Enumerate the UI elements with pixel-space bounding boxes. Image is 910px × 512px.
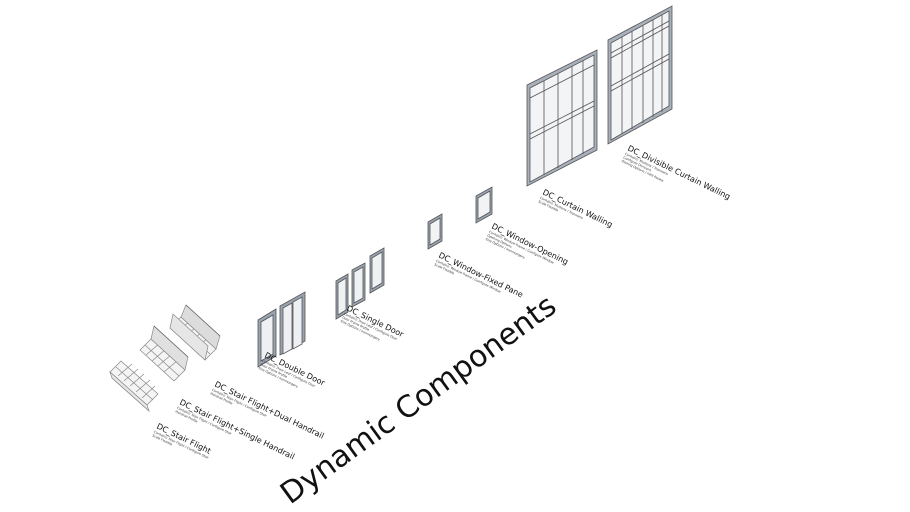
curtain-walling-model[interactable] (526, 49, 598, 187)
label-stair-flight: DC_Stair Flight Contains: Stair Flight /… (152, 422, 213, 460)
stair-flight-single-handrail-model[interactable] (139, 325, 189, 382)
label-curtain-walling: DC_Curtain Walling Contains: Mullions / … (538, 188, 614, 230)
label-window-opening: DC_Window-Opening Contains: Window Frame… (485, 222, 570, 267)
label-single-door: DC_Single Door Contains: Door Leaf / Con… (340, 304, 406, 342)
window-fixed-pane-model[interactable] (427, 213, 443, 250)
label-double-door: DC_Double Door Contains: Door Leaf / Con… (258, 351, 327, 389)
double-door-model[interactable] (257, 291, 306, 368)
label-window-fixed-pane: DC_Window-Fixed Pane Contains: Window Fr… (434, 251, 525, 300)
label-stair-flight-dual-handrail: DC_Stair Flight+Dual Handrail Contains: … (210, 380, 326, 441)
component-title: DC_Window-Fixed Pane (437, 251, 524, 300)
single-door-model[interactable] (335, 247, 385, 320)
divisible-curtain-walling-model[interactable] (607, 5, 673, 145)
page-heading: Dynamic Components (274, 288, 563, 511)
label-divisible-curtain-walling: DC_Divisible Curtain Walling Contains: M… (621, 144, 732, 202)
heading-group: Dynamic Components (274, 288, 563, 511)
stair-flight-model[interactable] (109, 360, 159, 413)
stair-flight-dual-handrail-model[interactable] (169, 304, 221, 361)
window-opening-model[interactable] (475, 186, 493, 224)
